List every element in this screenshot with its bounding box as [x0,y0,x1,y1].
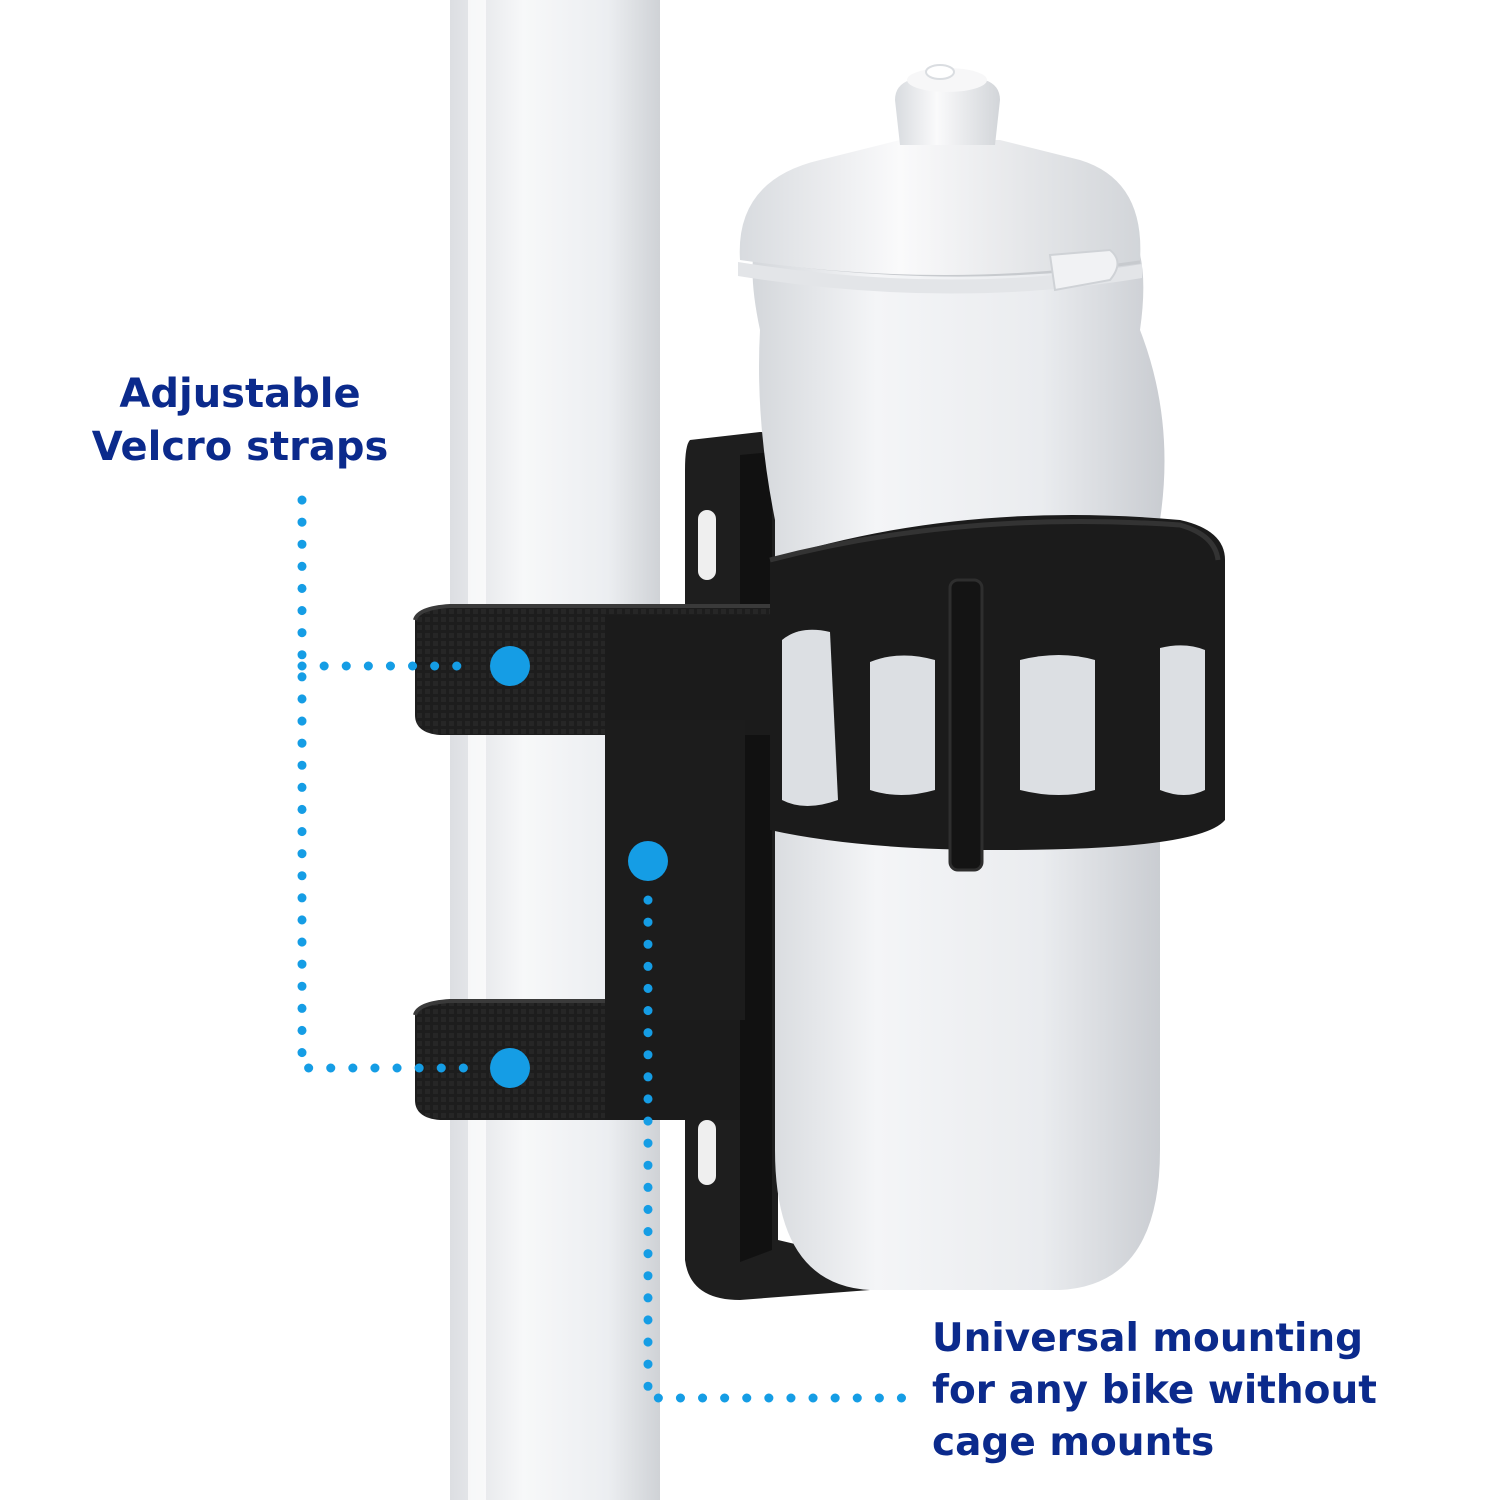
cage-window [1020,655,1095,795]
upper-velcro-strap [413,604,770,735]
mount-bar [605,720,745,1020]
straps-callout-line [297,495,475,1073]
bottle-spout [895,80,1000,145]
bottle-strap [770,515,1225,850]
straps-label-line2: Velcro straps [91,424,389,471]
cap-rim [738,262,1142,294]
pole-highlight [468,0,486,1500]
plate-slot-bottom [698,1120,716,1185]
strap-top-edge [769,519,1221,563]
mounting-callout-label: Universal mounting for any bike without … [932,1313,1452,1469]
callout-lines [297,495,915,1403]
mounting-label-line1: Universal mounting [932,1316,1364,1361]
spout-tip [925,64,955,80]
straps-callout-label: Adjustable Velcro straps [60,368,420,474]
callout-dot-lower-strap [490,1048,530,1088]
straps-label-line1: Adjustable [119,371,361,417]
cap-tab [1048,248,1119,292]
cage-window [870,655,935,795]
mounting-label-line3: cage mounts [932,1419,1215,1465]
plate-slot-top [698,510,716,580]
strap-buckle [948,578,984,872]
callout-dot-mount [628,841,668,881]
cage-window [1160,645,1205,795]
mounting-label-line2: for any bike without [932,1367,1377,1413]
lower-velcro-strap [413,999,740,1120]
cage-window [782,629,838,806]
bottle-cap [739,140,1141,275]
callout-dot-upper-strap [490,646,530,686]
